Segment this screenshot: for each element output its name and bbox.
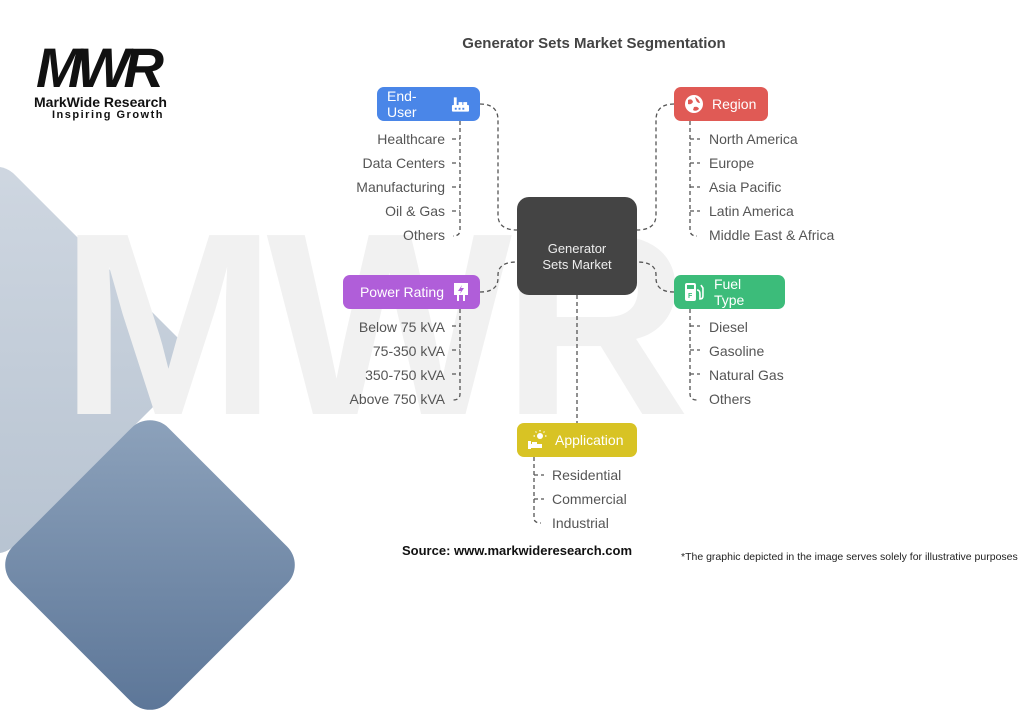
category-power-rating: Power Rating [343,275,480,309]
power-rating-item: 350-750 kVA [365,367,445,383]
application-item: Industrial [552,515,609,531]
fuel-type-item: Natural Gas [709,367,784,383]
application-item: Commercial [552,491,627,507]
source-credit: Source: www.markwideresearch.com [402,543,633,558]
category-application-label: Application [555,432,624,448]
center-node-line1: Generator [547,241,607,256]
power-rating-item: Above 750 kVA [349,391,445,407]
fuel-type-item: Others [709,391,752,407]
power-plug-icon [454,283,468,301]
category-region: Region [674,87,768,121]
lightbulb-bed-icon [528,430,547,449]
disclaimer-note: *The graphic depicted in the image serve… [681,551,1018,563]
connector-lines [452,103,700,524]
category-end-user-label: End-User [387,88,417,120]
logo-name: MarkWide Research [34,94,167,110]
end-user-item: Healthcare [377,131,445,147]
center-node: Generator Sets Market [517,197,637,295]
category-fuel-type: F Fuel Type [674,275,785,309]
factory-icon [451,97,470,112]
region-item: Latin America [709,203,794,219]
logo-mark: MWR [36,36,164,99]
region-item: Asia Pacific [709,179,782,195]
page-title: Generator Sets Market Segmentation [462,35,726,52]
svg-text:F: F [688,293,692,300]
category-application: Application [517,423,637,457]
globe-icon [685,95,703,113]
category-region-label: Region [712,96,757,112]
category-power-rating-label: Power Rating [359,284,444,300]
power-rating-item: 75-350 kVA [372,343,445,359]
end-user-item: Others [402,227,445,243]
end-user-item: Manufacturing [356,179,445,195]
center-node-line2: Sets Market [542,257,612,272]
category-fuel-type-label: Fuel Type [713,276,745,308]
end-user-item: Data Centers [362,155,445,171]
fuel-type-item: Gasoline [709,343,765,359]
category-end-user: End-User [377,87,480,121]
region-item: Middle East & Africa [709,227,835,243]
logo-tagline: Inspiring Growth [52,109,164,121]
power-rating-item: Below 75 kVA [358,319,445,335]
application-item: Residential [552,467,622,483]
fuel-pump-icon: F [684,283,704,301]
end-user-item: Oil & Gas [385,203,445,219]
region-item: North America [709,131,798,147]
fuel-type-item: Diesel [709,319,748,335]
region-item: Europe [709,155,755,171]
